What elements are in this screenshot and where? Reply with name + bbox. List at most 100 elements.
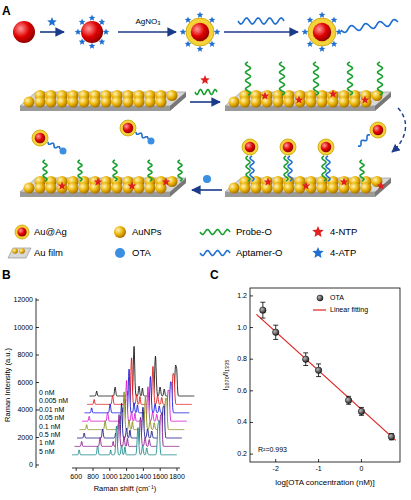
- dna-strand: [113, 160, 117, 181]
- legend-icon: [114, 226, 126, 238]
- dna-strand: [326, 156, 330, 181]
- raman-spectrum: [72, 421, 177, 455]
- raman-spectrum: [85, 369, 190, 413]
- au-nanoparticle: [57, 97, 68, 108]
- error-cap: [303, 352, 308, 353]
- au-nanoparticle: [35, 183, 46, 194]
- au-core: [245, 142, 256, 153]
- tick-label: 2000: [17, 433, 33, 441]
- tick-label: 6000: [17, 378, 33, 386]
- au-core: [123, 123, 134, 134]
- au-core: [191, 23, 209, 41]
- fit-line: [256, 314, 395, 440]
- tick-label: 600: [70, 473, 82, 481]
- au-nanoparticle: [251, 183, 262, 194]
- tick-label: 1.2: [237, 292, 247, 300]
- ag-shell: [280, 139, 296, 155]
- au-nanoparticle: [273, 183, 284, 194]
- step-arrow: [224, 31, 298, 33]
- au-nanoparticle: [134, 97, 145, 108]
- legend-text: 4-NTP: [330, 227, 357, 238]
- star-molecule: [180, 29, 187, 35]
- tick: [36, 355, 39, 356]
- au-nanoparticle: [68, 183, 79, 194]
- reagent-label: AgNO₃: [135, 17, 160, 26]
- error-cap: [260, 302, 265, 303]
- error-cap: [359, 415, 364, 416]
- tick-label: 1800: [169, 473, 185, 481]
- axis-title: Raman shift (cm⁻¹): [94, 485, 157, 494]
- tick-label: 4000: [17, 406, 33, 414]
- error-cap: [303, 365, 308, 366]
- error-cap: [273, 339, 278, 340]
- dashed-arrow: [392, 108, 406, 152]
- dna-strand: [200, 230, 230, 235]
- error-cap: [346, 396, 351, 397]
- au-nanoparticle: [79, 97, 90, 108]
- tick-label: -1: [315, 465, 321, 473]
- tick: [160, 468, 161, 471]
- star-molecule: [103, 29, 110, 35]
- au-nanoparticle: [46, 183, 57, 194]
- spectrum-fill: [77, 403, 182, 438]
- data-point: [260, 307, 266, 313]
- au-nanoparticle: [273, 97, 284, 108]
- series-label: 0.01 nM: [39, 406, 64, 414]
- axis-title: I₁₀₇₀/I₁₃₃₅: [221, 359, 230, 390]
- spectrum-fill: [85, 369, 190, 413]
- star-molecule: [302, 29, 309, 35]
- axis-title: log[OTA concentration (nM)]: [275, 478, 374, 487]
- star-molecule: [340, 178, 349, 186]
- star-molecule: [99, 38, 106, 44]
- au-nanoparticle: [123, 97, 134, 108]
- raman-spectrum: [80, 392, 185, 430]
- star-molecule: [99, 19, 106, 25]
- star-molecule: [197, 46, 204, 52]
- ota-molecule: [148, 138, 155, 145]
- star-molecule: [307, 17, 314, 23]
- star-molecule: [79, 19, 86, 25]
- data-point: [388, 433, 394, 439]
- tick: [250, 359, 253, 360]
- dna-strand: [284, 156, 288, 181]
- calibration-panel: [250, 288, 400, 462]
- raman-spectrum: [77, 403, 182, 438]
- tick-label: 10000: [14, 323, 33, 331]
- dna-strand: [280, 62, 285, 95]
- star-molecule: [128, 182, 137, 190]
- tick: [36, 437, 39, 438]
- au-nanoparticle: [361, 97, 372, 108]
- legend-icon: [12, 248, 18, 254]
- au-nanoparticle: [101, 97, 112, 108]
- dna-strand: [200, 251, 230, 256]
- series-label: 1 nM: [39, 439, 55, 447]
- tick-label: 0.8: [237, 355, 247, 363]
- step-arrow: [190, 101, 220, 103]
- star-molecule: [75, 29, 82, 35]
- au-nanoparticle: [112, 183, 123, 194]
- star-molecule: [261, 92, 270, 100]
- tick-label: 800: [87, 473, 99, 481]
- legend-text: Aptamer-O: [236, 248, 282, 259]
- ag-shell: [318, 139, 334, 155]
- au-nanoparticle: [46, 97, 57, 108]
- data-point: [315, 367, 321, 373]
- tick-label: 1200: [119, 473, 135, 481]
- au-nanoparticle: [339, 183, 350, 194]
- dna-strand: [48, 142, 60, 149]
- raman-spectrum: [90, 346, 195, 396]
- tick-label: 0.4: [237, 418, 247, 426]
- dna-strand: [341, 20, 398, 33]
- y-axis: [36, 298, 37, 468]
- data-point: [345, 397, 351, 403]
- data-point: [358, 408, 364, 414]
- spectrum-fill: [75, 413, 180, 446]
- star-molecule: [79, 38, 86, 44]
- series-label: 0.5 nM: [39, 431, 60, 439]
- tick: [36, 465, 39, 466]
- au-nanoparticle: [90, 97, 101, 108]
- star-molecule: [377, 182, 386, 190]
- au-core: [17, 227, 26, 236]
- star-molecule: [58, 182, 67, 190]
- tick-label: 1.0: [237, 324, 247, 332]
